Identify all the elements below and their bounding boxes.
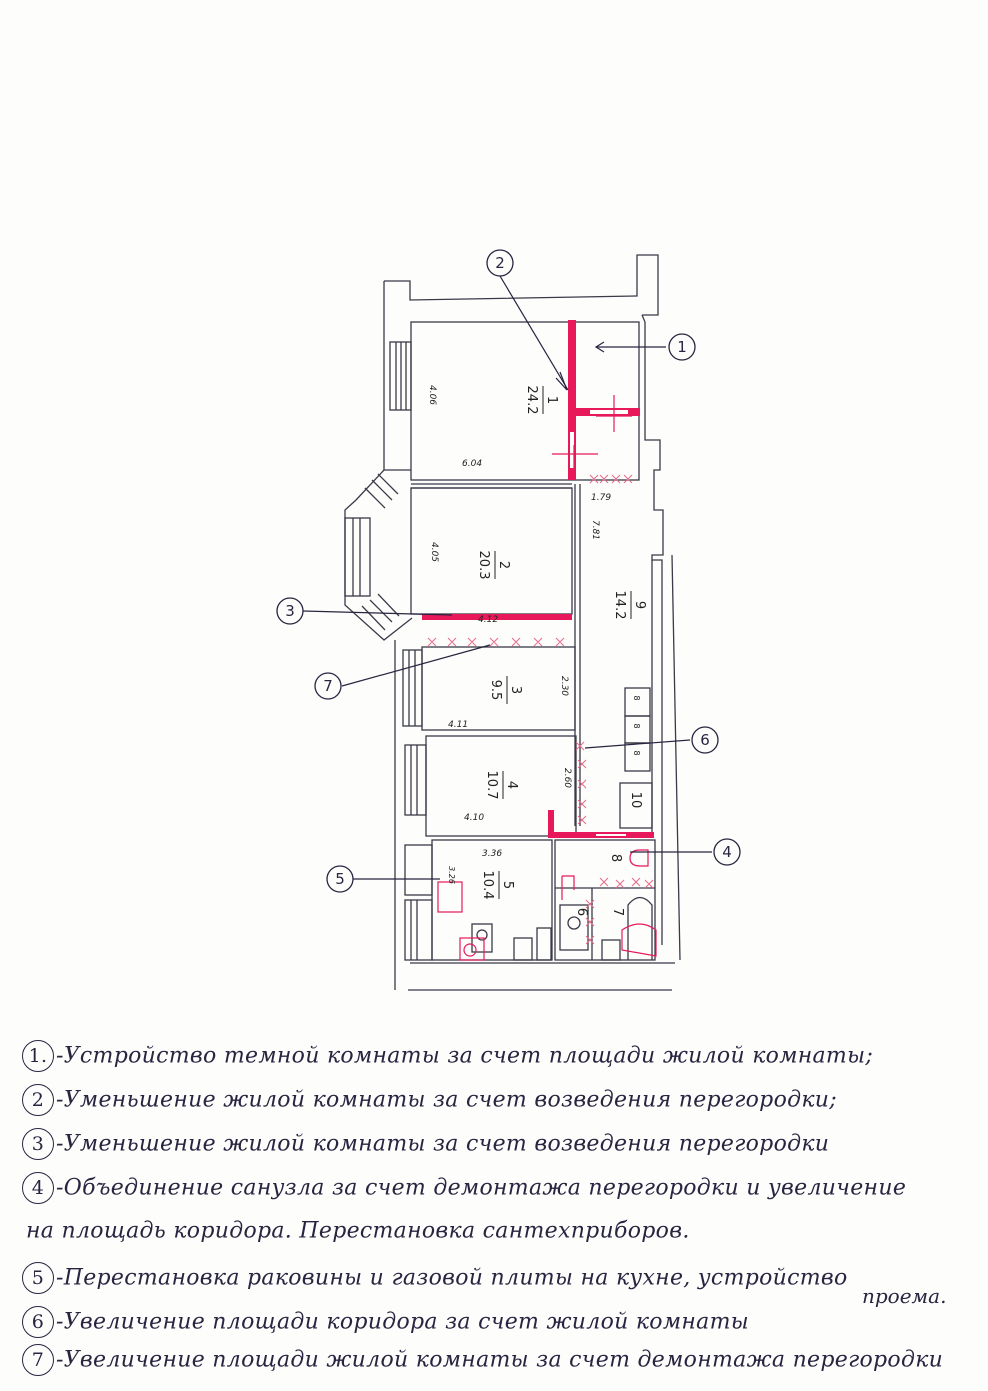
room-2-area: 20.3 xyxy=(476,551,491,580)
dimension-label: 3.36 xyxy=(482,849,502,859)
legend-text: -Увеличение площади коридора за счет жил… xyxy=(56,1309,749,1335)
cabinet-label: 8 xyxy=(632,695,641,700)
legend-extra-word: проема. xyxy=(862,1284,947,1308)
callout-3 xyxy=(276,597,304,625)
dimension-label: 6.04 xyxy=(462,459,482,469)
room-4-number: 4 xyxy=(504,781,519,789)
legend-number: 2 xyxy=(22,1084,54,1116)
callout-label: 3 xyxy=(285,602,295,620)
dimension-label: 4.10 xyxy=(464,813,484,823)
legend-item-2: 2-Уменьшение жилой комнаты за счет возве… xyxy=(22,1084,837,1124)
callout-4 xyxy=(713,838,741,866)
callout-label: 7 xyxy=(323,677,333,695)
legend-number: 4 xyxy=(22,1172,54,1204)
room-5-number: 5 xyxy=(500,881,515,889)
legend-item-3: 3-Уменьшение жилой комнаты за счет возве… xyxy=(22,1128,829,1168)
legend-text: на площадь коридора. Перестановка сантех… xyxy=(26,1218,690,1244)
dimension-label: 4.11 xyxy=(448,720,468,730)
legend-text: -Устройство темной комнаты за счет площа… xyxy=(56,1043,874,1069)
callout-label: 1 xyxy=(677,338,687,356)
callout-label: 5 xyxy=(335,870,345,888)
room-5-area: 10.4 xyxy=(480,871,495,900)
legend-item-6: 6-Увеличение площади коридора за счет жи… xyxy=(22,1306,749,1346)
legend-number: 1. xyxy=(22,1040,54,1072)
room-9-area: 14.2 xyxy=(612,591,627,620)
room-7-number: 7 xyxy=(610,908,625,916)
legend-text: -Перестановка раковины и газовой плиты н… xyxy=(56,1265,848,1291)
room-2-number: 2 xyxy=(496,561,511,569)
dimension-label: 4.12 xyxy=(478,615,498,625)
callout-5 xyxy=(326,865,354,893)
dimension-label: 7.81 xyxy=(590,520,600,540)
legend-number: 6 xyxy=(22,1306,54,1338)
legend-text: -Уменьшение жилой комнаты за счет возвед… xyxy=(56,1087,837,1113)
legend-item-4: 4-Объединение санузла за счет демонтажа … xyxy=(22,1172,906,1212)
cabinet-label: 8 xyxy=(632,723,641,728)
callout-label: 6 xyxy=(700,731,710,749)
legend-number: 7 xyxy=(22,1344,54,1376)
legend-item-4-cont: на площадь коридора. Перестановка сантех… xyxy=(26,1218,690,1258)
room-3-number: 3 xyxy=(508,686,523,694)
callout-6 xyxy=(691,726,719,754)
dimension-label: 2.60 xyxy=(562,768,572,788)
legend-item-1: 1.-Устройство темной комнаты за счет пло… xyxy=(22,1040,873,1080)
callout-2 xyxy=(486,249,514,277)
room-10-number: 10 xyxy=(628,792,643,809)
outer-wall-top xyxy=(384,254,659,316)
cabinet-label: 8 xyxy=(632,750,641,755)
dimension-label: 1.79 xyxy=(591,493,611,503)
callout-7 xyxy=(314,672,342,700)
room-4-area: 10.7 xyxy=(484,771,499,800)
legend-item-7: 7-Увеличение площади жилой комнаты за сч… xyxy=(22,1344,943,1384)
callout-1 xyxy=(668,333,696,361)
room-9-number: 9 xyxy=(632,601,647,609)
dimension-label: 2.30 xyxy=(559,676,569,696)
room-8-number: 8 xyxy=(608,854,623,862)
legend-item-5: 5-Перестановка раковины и газовой плиты … xyxy=(22,1262,848,1302)
legend-text: -Уменьшение жилой комнаты за счет возвед… xyxy=(56,1131,830,1157)
legend-text: -Объединение санузла за счет демонтажа п… xyxy=(56,1175,907,1201)
demolition-marks xyxy=(427,474,654,945)
dimension-label: 4.06 xyxy=(427,385,437,405)
callout-label: 4 xyxy=(722,843,732,861)
floor-plan: 1 24.2 4.06 6.04 2 20.3 4.05 4.12 3 9.5 2.3… xyxy=(276,249,741,991)
legend-number: 3 xyxy=(22,1128,54,1160)
room-6-number: 6 xyxy=(574,908,589,916)
room-3-area: 9.5 xyxy=(488,680,503,701)
legend-number: 5 xyxy=(22,1262,54,1294)
dimension-label: 4.05 xyxy=(429,542,439,562)
callout-label: 2 xyxy=(495,254,505,272)
dimension-label: 3.26 xyxy=(447,866,456,884)
room-1-area: 24.2 xyxy=(524,386,539,415)
legend-text: -Увеличение площади жилой комнаты за сче… xyxy=(56,1347,944,1373)
room-1-number: 1 xyxy=(544,396,559,404)
